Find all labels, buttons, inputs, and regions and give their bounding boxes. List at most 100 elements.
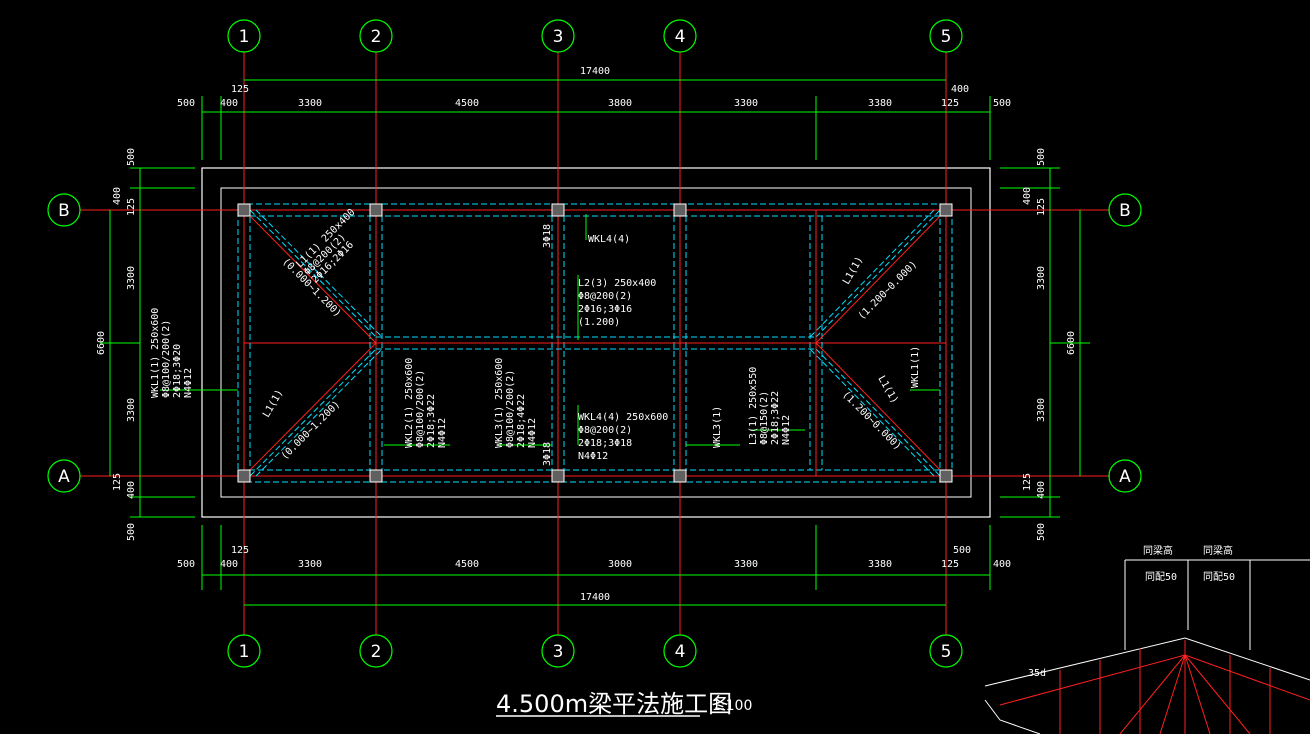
note-l2: L2(3) 250x400 Φ8@200(2) 2Φ16;3Φ16 (1.200… [578,278,656,328]
note-wkl4-bottom: WKL4(4) 250x600 Φ8@200(2) 2Φ18;3Φ18 N4Φ1… [578,412,668,462]
note-wkl1-left-line2: Φ8@100/200(2) [161,320,172,398]
dim-bot-125-right: 125 [941,559,959,570]
note-wkl2-line3: 2Φ18;3Φ22 [426,394,437,448]
axis-label-4-bottom: 4 [675,642,686,662]
dim-right-125-top: 125 [1036,198,1047,216]
dim-left-3300-top: 3300 [126,266,137,290]
note-wkl4-bottom-line4: N4Φ12 [578,451,608,462]
detail-section [984,637,1310,734]
dim-bot-500-right: 500 [953,545,971,556]
slab-outline-inner [220,187,972,498]
dim-top-400-right: 400 [951,84,969,95]
note-wkl4-bottom-line2: Φ8@200(2) [578,425,632,436]
dim-top-500-right: 500 [993,98,1011,109]
dim-right-500-bottom: 500 [1036,523,1047,541]
dim-right-6600: 6600 [1066,331,1077,355]
dim-left-500-top: 500 [126,148,137,166]
axis-label-A-right: A [1119,467,1131,487]
dim-right-400-top: 400 [1022,187,1033,205]
note-wkl3-line2: Φ8@100/200(2) [505,370,516,448]
dim-bot-400-left: 400 [220,559,238,570]
note-wkl1-left-line1: WKL1(1) 250x600 [150,308,161,398]
note-wkl3-line1: WKL3(1) 250x600 [494,358,505,448]
dim-top-125-right: 125 [941,98,959,109]
note-l2-line4: (1.200) [578,317,620,328]
dim-right-400-bottom: 400 [1036,481,1047,499]
note-wkl2-line4: N4Φ12 [437,418,448,448]
dim-left-125-bottom: 125 [112,473,123,491]
dim-top-125-left: 125 [231,84,249,95]
note-l2-line3: 2Φ16;3Φ16 [578,304,632,315]
detail-cell-left: 同配50 [1145,571,1177,583]
axis-label-1-top: 1 [239,27,250,47]
dim-top-seg-2: 4500 [455,98,479,109]
note-wkl2: WKL2(1) 250x600 Φ8@100/200(2) 2Φ18;3Φ22 … [404,358,448,448]
note-3d18-top: 3Φ18 [542,224,553,248]
note-wkl3-small: WKL3(1) [712,406,723,448]
note-wkl4-bottom-line1: WKL4(4) 250x600 [578,412,668,423]
axis-label-5-top: 5 [941,27,952,47]
dim-bot-400-right: 400 [993,559,1011,570]
note-l1-b: L1(1) [261,388,286,420]
note-wkl2-line2: Φ8@100/200(2) [415,370,426,448]
axis-label-A-left: A [58,467,70,487]
axis-label-2-top: 2 [371,27,382,47]
dim-top-seg-3: 3800 [608,98,632,109]
note-l1-right-bot: L1(1) [875,374,900,406]
note-l3-line2: Φ8@150(2) [759,391,770,445]
detail-header-left: 同梁高 [1143,544,1173,557]
dim-top-400-left: 400 [220,98,238,109]
note-l3-line3: 2Φ18;3Φ22 [770,391,781,445]
beam-centerlines [243,209,947,477]
dim-bot-500-left: 500 [177,559,195,570]
detail-header-right: 同梁高 [1203,544,1233,557]
dim-total-bottom: 17400 [580,592,610,603]
axis-label-2-bottom: 2 [371,642,382,662]
axis-label-B-right: B [1119,201,1131,221]
note-l3-line1: L3(1) 250x550 [748,367,759,445]
axis-label-3-bottom: 3 [553,642,564,662]
dim-right-500-top: 500 [1036,148,1047,166]
note-wkl1-left: WKL1(1) 250x600 Φ8@100/200(2) 2Φ18;3Φ20 … [150,308,194,398]
note-wkl1-right: WKL1(1) [910,346,921,388]
dim-right-3300-bottom: 3300 [1036,398,1047,422]
slab-outline-outer [201,167,991,518]
dim-bot-seg-1: 3300 [298,559,322,570]
dim-left-125-top: 125 [126,198,137,216]
note-elev-c: (1.200~0.000) [856,259,919,322]
dim-bot-seg-5: 3380 [868,559,892,570]
dim-top-seg-4: 3300 [734,98,758,109]
axis-label-5-bottom: 5 [941,642,952,662]
note-wkl1-left-line4: N4Φ12 [183,368,194,398]
dimension-lines [100,79,1090,606]
note-l2-line1: L2(3) 250x400 [578,278,656,289]
dim-left-6600: 6600 [96,331,107,355]
axis-label-B-left: B [58,201,70,221]
dim-right-3300-top: 3300 [1036,266,1047,290]
dim-bot-seg-2: 4500 [455,559,479,570]
note-l2-line2: Φ8@200(2) [578,291,632,302]
note-3d18-bottom: 3Φ18 [542,442,553,466]
note-wkl2-line1: WKL2(1) 250x600 [404,358,415,448]
note-wkl1-left-line3: 2Φ18;3Φ20 [172,344,183,398]
note-l1-right-top: L1(1) [841,255,866,287]
drawing-scale: 1:100 [712,698,752,714]
dim-total-top: 17400 [580,66,610,77]
detail-table [1124,559,1310,650]
dim-right-125-bottom: 125 [1022,473,1033,491]
dim-top-500-left: 500 [177,98,195,109]
axis-label-3-top: 3 [553,27,564,47]
dim-left-400-bottom: 400 [126,481,137,499]
note-l3-line4: N4Φ12 [781,415,792,445]
dim-left-400-top: 400 [112,187,123,205]
detail-anchor-length: 35d [1028,668,1046,679]
dim-bot-seg-4: 3300 [734,559,758,570]
note-wkl3-line3: 2Φ18;4Φ22 [516,394,527,448]
dim-top-seg-5: 3380 [868,98,892,109]
axis-label-1-bottom: 1 [239,642,250,662]
dim-top-seg-1: 3300 [298,98,322,109]
note-l3: L3(1) 250x550 Φ8@150(2) 2Φ18;3Φ22 N4Φ12 [748,367,792,445]
note-wkl3: WKL3(1) 250x600 Φ8@100/200(2) 2Φ18;4Φ22 … [494,358,538,448]
dim-left-3300-bottom: 3300 [126,398,137,422]
